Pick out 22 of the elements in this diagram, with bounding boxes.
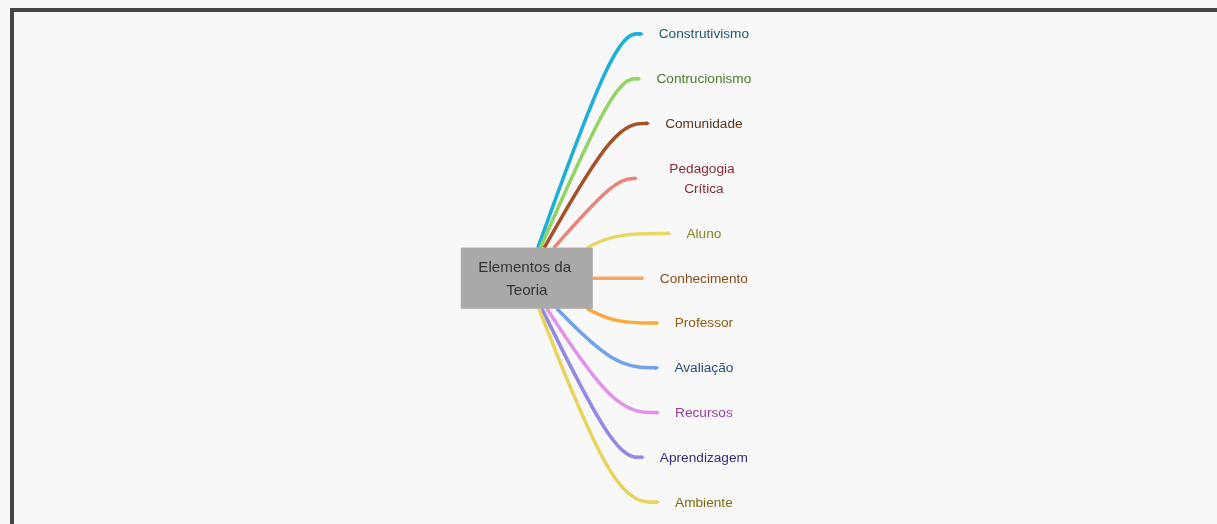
arrow [542, 121, 651, 249]
node-box: Elementos da Teoria [460, 247, 593, 309]
node-text: Conhecimento [659, 270, 749, 286]
node-text: Ambiente [675, 494, 733, 510]
node-text: Avaliação [674, 360, 734, 376]
arrow [540, 307, 645, 460]
arrow [536, 31, 644, 249]
arrow [545, 307, 661, 415]
arrow [586, 307, 660, 326]
arrow [538, 76, 642, 249]
node-text: Recursos [675, 404, 733, 421]
node-text: Comunidade [665, 115, 743, 131]
node-text: Professor [674, 315, 734, 331]
node-text: Contrucionismo [656, 70, 752, 87]
arrow [592, 276, 645, 281]
node-text: Construtivismo [658, 26, 750, 42]
node-text: Aluno [686, 225, 722, 241]
node-text: Aprendizagem [659, 449, 749, 465]
arrow [555, 307, 660, 370]
arrow [586, 231, 672, 250]
node-text: Pedagogia Crítica [669, 160, 735, 197]
arrow [537, 307, 661, 505]
